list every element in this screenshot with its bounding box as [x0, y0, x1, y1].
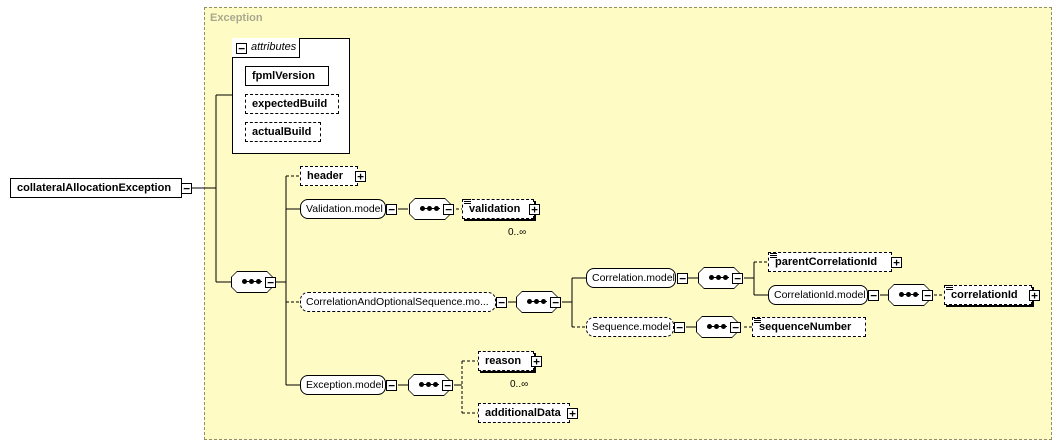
group-correlation-and-optional-sequence[interactable]: CorrelationAndOptionalSequence.mo...	[300, 292, 496, 312]
reason-expand-toggle[interactable]: +	[531, 356, 542, 367]
correlation-sequence-toggle[interactable]: −	[732, 273, 743, 284]
group-sequence-model[interactable]: Sequence.model	[586, 317, 674, 337]
element-reason[interactable]: reason	[478, 351, 534, 371]
main-sequence-toggle[interactable]: −	[265, 277, 276, 288]
group-label: CorrelationId.model	[774, 289, 866, 301]
attribute-fpmlversion[interactable]: fpmlVersion	[245, 66, 329, 86]
sequence-model-sequence-toggle[interactable]: −	[730, 322, 741, 333]
root-element[interactable]: collateralAllocationException	[10, 178, 182, 198]
attributes-collapse-toggle[interactable]: −	[236, 43, 247, 54]
correlation-id-sequence-compositor	[888, 284, 930, 306]
header-expand-toggle[interactable]: +	[355, 171, 366, 182]
exception-sequence-compositor	[408, 374, 450, 396]
documentation-icon	[946, 285, 953, 292]
sequence-inner	[699, 268, 739, 288]
group-correlation-model[interactable]: Correlation.model	[586, 268, 676, 288]
additional-data-expand-toggle[interactable]: +	[567, 408, 578, 419]
correlation-id-sequence-toggle[interactable]: −	[922, 290, 933, 301]
sequence-dots	[242, 279, 262, 284]
correlation-id-expand-toggle[interactable]: +	[1029, 290, 1040, 301]
group-correlation-id-model[interactable]: CorrelationId.model	[768, 285, 868, 305]
sequence-inner	[410, 199, 450, 219]
sequence-inner	[889, 285, 929, 305]
attribute-actualbuild[interactable]: actualBuild	[245, 122, 321, 142]
attribute-expectedbuild[interactable]: expectedBuild	[245, 94, 339, 114]
root-collapse-toggle[interactable]: −	[181, 183, 192, 194]
attribute-label: expectedBuild	[252, 98, 328, 110]
validation-occurrence: 0..∞	[508, 227, 527, 238]
element-label: additionalData	[485, 407, 561, 419]
attribute-label: fpmlVersion	[252, 70, 315, 82]
sequence-dots	[420, 206, 440, 211]
sequence-inner	[517, 292, 557, 312]
sequence-inner	[697, 317, 737, 337]
correlation-sequence-compositor	[698, 267, 740, 289]
parent-correlation-id-expand-toggle[interactable]: +	[891, 257, 902, 268]
corr-seq-toggle[interactable]: −	[496, 297, 507, 308]
group-label: Validation.model	[306, 203, 383, 215]
sequence-model-sequence-compositor	[696, 316, 738, 338]
main-sequence-compositor	[231, 271, 273, 293]
element-label: header	[307, 170, 344, 182]
correlation-model-toggle[interactable]: −	[677, 273, 688, 284]
validation-model-toggle[interactable]: −	[386, 204, 397, 215]
validation-sequence-toggle[interactable]: −	[443, 204, 454, 215]
exception-sequence-toggle[interactable]: −	[442, 380, 453, 391]
documentation-icon	[754, 318, 761, 325]
element-sequence-number[interactable]: sequenceNumber	[752, 317, 866, 337]
element-label: reason	[485, 355, 522, 367]
group-label: Sequence.model	[592, 321, 671, 333]
validation-expand-toggle[interactable]: +	[529, 204, 540, 215]
validation-sequence-compositor	[409, 198, 451, 220]
element-correlation-id[interactable]: correlationId	[944, 285, 1032, 305]
corr-seq-sequence-toggle[interactable]: −	[550, 297, 561, 308]
reason-occurrence: 0..∞	[510, 379, 529, 390]
sequence-inner	[409, 375, 449, 395]
element-label: parentCorrelationId	[775, 256, 878, 268]
group-label: CorrelationAndOptionalSequence.mo...	[306, 296, 489, 308]
element-label: correlationId	[951, 289, 1018, 301]
root-element-label: collateralAllocationException	[17, 182, 172, 194]
element-label: validation	[469, 203, 521, 215]
documentation-icon	[464, 199, 471, 206]
complex-type-label: Exception	[210, 12, 263, 24]
element-label: sequenceNumber	[759, 321, 852, 333]
group-label: Correlation.model	[592, 272, 675, 284]
exception-model-toggle[interactable]: −	[386, 380, 397, 391]
group-label: Exception.model	[306, 379, 384, 391]
group-exception-model[interactable]: Exception.model	[300, 375, 386, 395]
attribute-label: actualBuild	[252, 126, 312, 138]
sequence-model-toggle[interactable]: −	[674, 322, 685, 333]
sequence-dots	[419, 382, 439, 387]
group-validation-model[interactable]: Validation.model	[300, 199, 386, 219]
corr-seq-sequence-compositor	[516, 291, 558, 313]
attributes-header	[232, 38, 300, 58]
sequence-dots	[527, 299, 547, 304]
sequence-dots	[709, 275, 729, 280]
element-additional-data[interactable]: additionalData	[478, 403, 570, 423]
sequence-dots	[707, 324, 727, 329]
attributes-title: attributes	[251, 41, 297, 53]
element-header[interactable]: header	[300, 166, 358, 186]
sequence-inner	[232, 272, 272, 292]
element-validation[interactable]: validation	[462, 199, 534, 219]
element-parent-correlation-id[interactable]: parentCorrelationId	[768, 252, 892, 272]
sequence-dots	[899, 292, 919, 297]
correlation-id-model-toggle[interactable]: −	[868, 290, 879, 301]
documentation-icon	[770, 253, 777, 260]
